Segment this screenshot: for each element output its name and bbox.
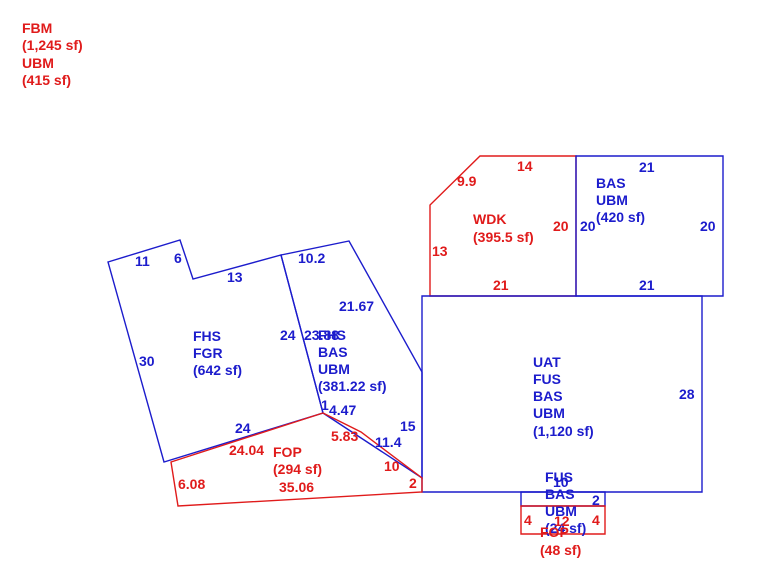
legend-line-4: (415 sf)	[22, 72, 71, 88]
small-fus-area-label: FUS BAS UBM (24 sf)	[545, 469, 586, 536]
dim-label: 9.9	[457, 173, 477, 189]
dim-label: 24	[235, 420, 251, 436]
bas-upper-area-label: BAS UBM (420 sf)	[596, 175, 645, 225]
dim-label: 2	[592, 492, 600, 508]
dim-label: 10	[553, 474, 569, 490]
dim-label: 4	[524, 512, 532, 528]
dim-label: 15	[400, 418, 416, 434]
fop-left-line-1: FOP	[273, 444, 302, 460]
dim-label: 1	[321, 397, 329, 413]
bas-upper-line-1: BAS	[596, 175, 626, 191]
uat-line-1: UAT	[533, 354, 561, 370]
dim-label: 6	[174, 250, 182, 266]
fop-left-area-label: FOP (294 sf)	[273, 444, 322, 477]
fop-small-line-2: (48 sf)	[540, 542, 581, 558]
fhs-bas-area-label: FHS BAS UBM (381.22 sf)	[318, 327, 386, 394]
dim-label: 30	[139, 353, 155, 369]
bas-upper-line-2: UBM	[596, 192, 628, 208]
dim-label: 10.2	[298, 250, 325, 266]
dim-label: 24.04	[229, 442, 264, 458]
dim-label: 6.08	[178, 476, 205, 492]
dim-label: 11.4	[375, 434, 402, 450]
dim-label: 21	[639, 159, 655, 175]
fhs-line-2: FGR	[193, 345, 223, 361]
bas-upper-line-3: (420 sf)	[596, 209, 645, 225]
small-fus-line-3: UBM	[545, 503, 577, 519]
dim-label: 21	[493, 277, 509, 293]
dim-label: 11	[135, 253, 150, 269]
wdk-area: (395.5 sf)	[473, 229, 534, 245]
small-fus-line-4: (24 sf)	[545, 520, 586, 536]
uat-area-label: UAT FUS BAS UBM (1,120 sf)	[533, 354, 594, 439]
fhs-bas-line-1: FHS	[318, 327, 346, 343]
dim-label: 5.83	[331, 428, 358, 444]
legend-line-3: UBM	[22, 55, 54, 71]
uat-line-5: (1,120 sf)	[533, 423, 594, 439]
dim-label: 14	[517, 158, 533, 174]
dim-label: 20	[700, 218, 716, 234]
fop-small-line-1: FOP	[540, 524, 569, 540]
wdk-name: WDK	[473, 211, 506, 227]
wdk-area-label: WDK (395.5 sf)	[473, 211, 534, 245]
dimension-labels: 9.9 14 13 20 21 21 20 20 21 11 6 13 10.2…	[135, 158, 716, 529]
dim-label: 10	[384, 458, 400, 474]
fhs-bas-line-4: (381.22 sf)	[318, 378, 386, 394]
fop-left-line-2: (294 sf)	[273, 461, 322, 477]
dim-label: 12	[554, 513, 570, 529]
dim-label: 28	[679, 386, 695, 402]
dim-label: 35.06	[279, 479, 314, 495]
fhs-line-1: FHS	[193, 328, 221, 344]
dim-label: 2	[409, 475, 417, 491]
small-fus-line-1: FUS	[545, 469, 573, 485]
dim-label: 20	[580, 218, 596, 234]
dim-label: 23.88	[304, 327, 339, 343]
bas-upper-outline	[575, 155, 724, 297]
dim-label: 20	[553, 218, 569, 234]
uat-line-2: FUS	[533, 371, 561, 387]
dim-label: 13	[227, 269, 243, 285]
dim-label: 24	[280, 327, 296, 343]
legend-line-2: (1,245 sf)	[22, 37, 83, 53]
dim-label: 4.47	[329, 402, 356, 418]
uat-line-3: BAS	[533, 388, 563, 404]
uat-outline	[421, 295, 703, 493]
fhs-line-3: (642 sf)	[193, 362, 242, 378]
dim-label: 4	[592, 512, 600, 528]
fhs-area-label: FHS FGR (642 sf)	[193, 328, 242, 378]
fhs-bas-line-2: BAS	[318, 344, 348, 360]
fop-small-area-label: FOP (48 sf)	[540, 524, 581, 558]
fop-left-outline	[170, 412, 423, 507]
fhs-bas-line-3: UBM	[318, 361, 350, 377]
dim-label: 13	[432, 243, 448, 259]
area-legend: FBM (1,245 sf) UBM (415 sf)	[22, 20, 83, 88]
small-fus-line-2: BAS	[545, 486, 575, 502]
dim-label: 21	[639, 277, 655, 293]
fop-small-outline	[520, 505, 606, 535]
uat-line-4: UBM	[533, 405, 565, 421]
dim-label: 21.67	[339, 298, 374, 314]
legend-line-1: FBM	[22, 20, 52, 36]
